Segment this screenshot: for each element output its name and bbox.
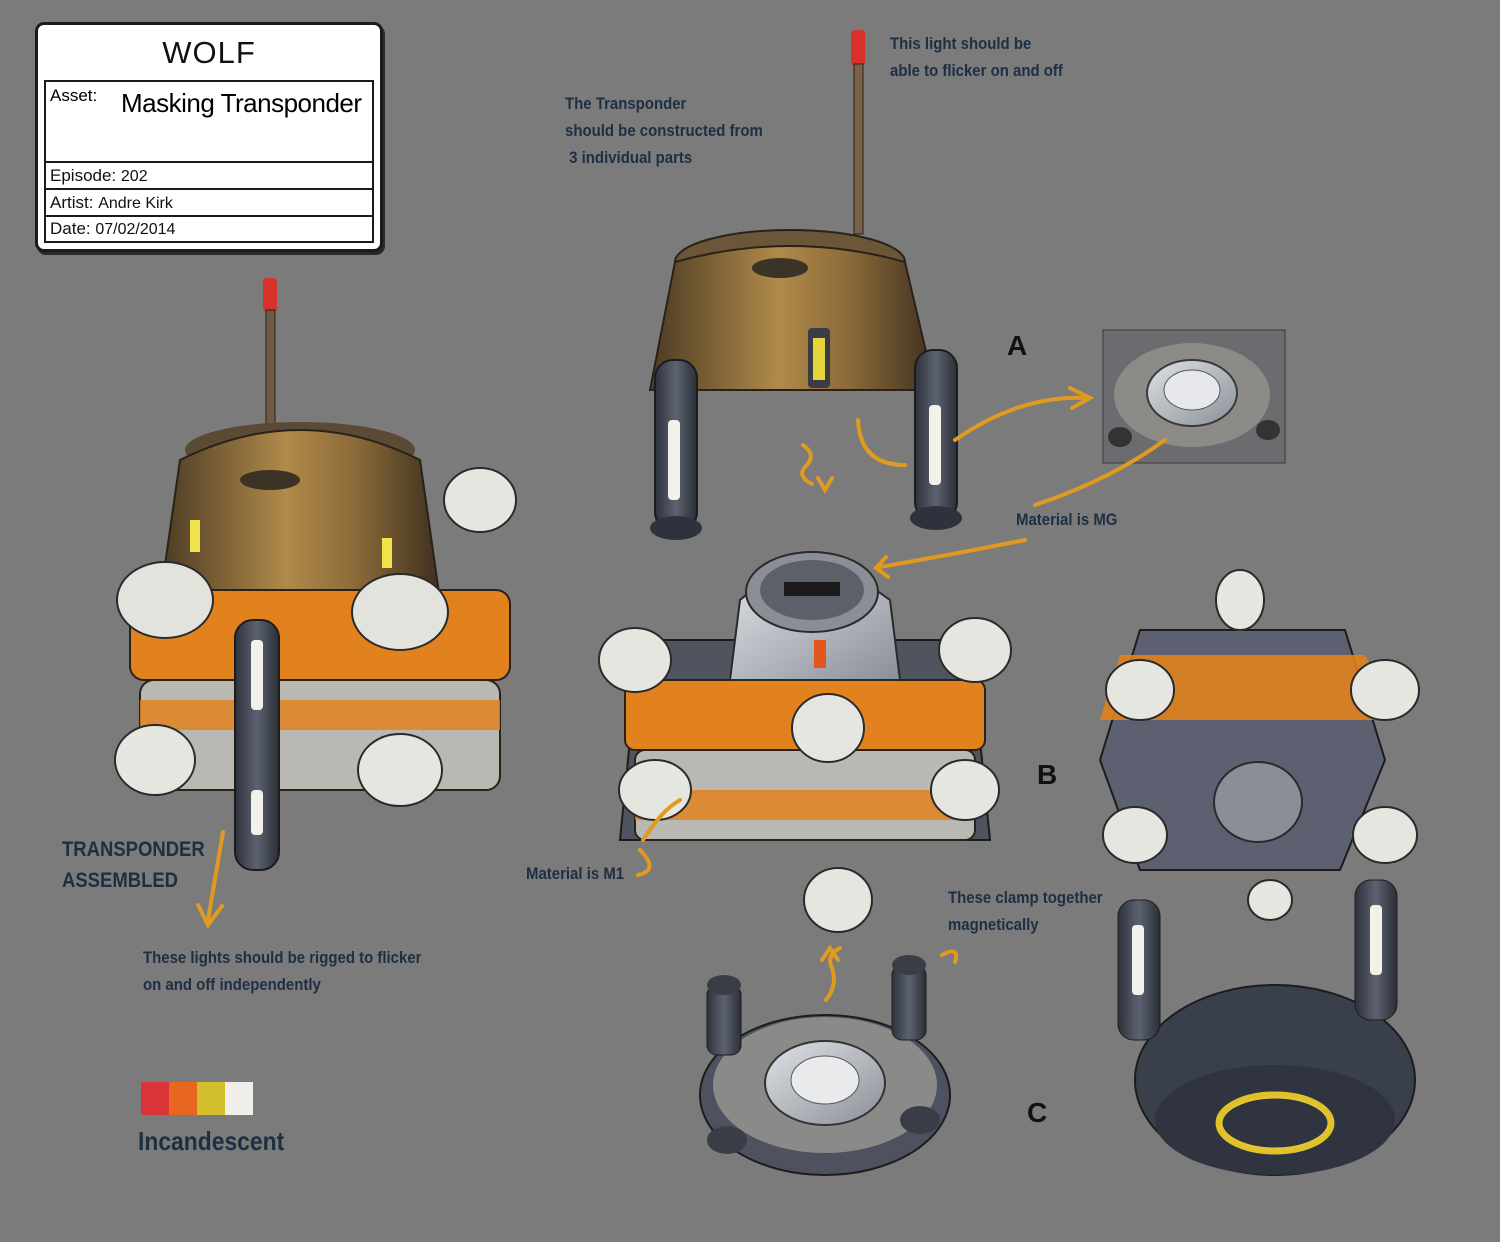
episode-value: 202: [120, 168, 148, 185]
annotation-arrows: [196, 386, 1167, 1002]
artist-label: Artist:: [50, 193, 94, 212]
artist-value: Andre Kirk: [98, 195, 173, 212]
part-b-bottom-view: [1098, 569, 1420, 921]
episode-label: Episode:: [50, 166, 117, 185]
arrow-lights-rigged: [206, 830, 225, 922]
note-lights-rigged-line-2: on and off independently: [143, 975, 321, 994]
squiggle-a: [800, 443, 814, 486]
legend-label: Incandescent: [138, 1126, 285, 1156]
note-clamp: These clamp together magnetically: [948, 884, 1103, 938]
note-clamp-line-2: magnetically: [948, 915, 1039, 934]
note-assembled-line-1: TRANSPONDER: [62, 838, 205, 861]
part-label-b: B: [1037, 759, 1058, 790]
note-construction: The Transponder should be constructed fr…: [565, 90, 763, 171]
project-title: WOLF: [162, 35, 256, 70]
part-a-drawing: [648, 30, 962, 540]
episode-row: Episode: 202: [46, 161, 372, 188]
part-b-drawing: [598, 551, 1012, 933]
part-label-a: A: [1007, 330, 1028, 361]
swatch-yellow: [197, 1082, 225, 1115]
note-lights-rigged-line-1: These lights should be rigged to flicker: [143, 948, 422, 967]
date-label: Date:: [50, 219, 91, 238]
title-block: WOLF Asset: Masking Transponder Episode:…: [35, 22, 383, 252]
note-light-flicker-line-1: This light should be: [890, 34, 1032, 53]
note-clamp-line-1: These clamp together: [948, 888, 1103, 907]
date-value: 07/02/2014: [95, 221, 176, 238]
part-c-drawing: [699, 955, 951, 1176]
swatch-orange: [169, 1082, 197, 1115]
arrow-to-inset: [953, 395, 1087, 442]
artist-row: Artist: Andre Kirk: [46, 188, 372, 215]
title-block-table: Asset: Masking Transponder Episode: 202 …: [44, 80, 374, 243]
arrow-part-a-down: [856, 418, 907, 467]
assembled-transponder-drawing: [114, 278, 517, 871]
note-assembled-line-2: ASSEMBLED: [62, 869, 179, 892]
part-a-detail-inset: [1102, 329, 1286, 464]
note-light-flicker: This light should be able to flicker on …: [890, 30, 1063, 84]
asset-label: Asset:: [50, 86, 98, 105]
arrow-clamp: [940, 949, 959, 964]
note-material-mg: Material is MG: [1016, 510, 1118, 529]
part-label-c: C: [1027, 1097, 1048, 1128]
note-construction-line-1: The Transponder: [565, 94, 687, 113]
date-row: Date: 07/02/2014: [46, 215, 372, 241]
note-light-flicker-line-2: able to flicker on and off: [890, 61, 1063, 80]
arrow-material-m1: [636, 848, 652, 877]
swatch-red: [141, 1082, 169, 1115]
note-assembled: TRANSPONDER ASSEMBLED: [62, 834, 205, 896]
note-construction-line-2: should be constructed from: [565, 121, 763, 140]
arrow-material-mg-b: [878, 538, 1027, 569]
note-construction-line-3: 3 individual parts: [565, 148, 693, 167]
part-c-bottom-view: [1117, 879, 1416, 1176]
swatch-white: [225, 1082, 253, 1115]
note-lights-rigged: These lights should be rigged to flicker…: [143, 944, 421, 998]
incandescent-swatches: [141, 1082, 253, 1115]
note-material-m1: Material is M1: [526, 864, 625, 883]
arrow-material-mg-inset: [1033, 438, 1167, 507]
asset-value: Masking Transponder: [121, 88, 362, 118]
